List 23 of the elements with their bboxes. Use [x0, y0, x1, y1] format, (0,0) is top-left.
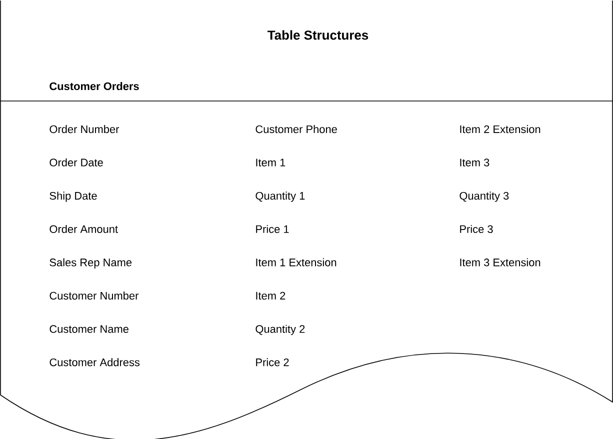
field-name: Item 3 Extension: [460, 258, 540, 266]
field-name: Order Number: [50, 125, 120, 134]
field-name: Price 2: [256, 358, 289, 366]
field-name: Price 3: [460, 224, 493, 233]
field-name: Quantity 2: [256, 324, 305, 336]
field-name: Sales Rep Name: [50, 258, 132, 268]
title: Table Structures: [268, 30, 368, 40]
field-name: Quantity 3: [460, 192, 509, 202]
field-name: Item 1 Extension: [256, 258, 336, 266]
field-name: Customer Number: [50, 292, 139, 300]
field-name: Ship Date: [50, 192, 97, 202]
field-name: Item 3: [460, 158, 490, 166]
field-name: Quantity 1: [256, 192, 305, 202]
field-name: Item 2 Extension: [460, 125, 540, 134]
field-name: Customer Name: [50, 325, 128, 333]
table-name: Customer Orders: [50, 82, 139, 90]
field-name: Customer Phone: [256, 125, 337, 134]
field-name: Order Amount: [50, 224, 118, 233]
field-name: Item 1: [256, 158, 286, 166]
field-name: Price 1: [256, 224, 289, 233]
field-name: Order Date: [50, 158, 103, 166]
field-name: Item 2: [256, 292, 286, 300]
field-name: Customer Address: [50, 358, 140, 366]
